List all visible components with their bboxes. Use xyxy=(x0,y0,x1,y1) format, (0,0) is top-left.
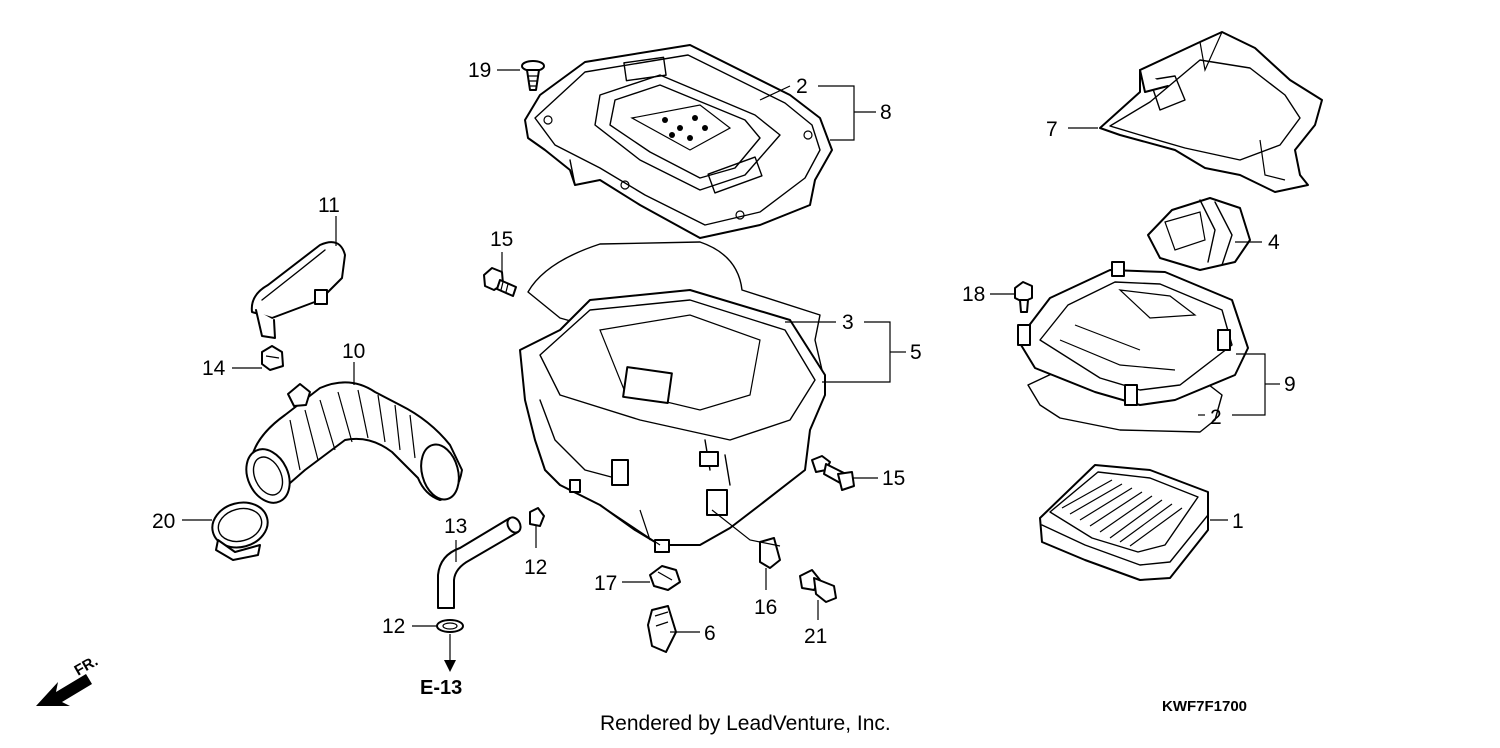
callout-7: 7 xyxy=(1046,118,1058,141)
part-clamp-20 xyxy=(211,501,269,561)
callout-16: 16 xyxy=(754,596,777,619)
part-duct-4 xyxy=(1147,197,1251,271)
callout-20: 20 xyxy=(152,510,175,533)
part-bolt-15-upper xyxy=(483,267,517,297)
part-cover-7 xyxy=(1099,31,1323,193)
callout-12-lower: 12 xyxy=(382,615,405,638)
callout-13: 13 xyxy=(444,515,467,538)
callout-labels: 19 2 8 7 11 15 4 18 3 10 5 14 9 2 15 1 2… xyxy=(152,59,1296,648)
callout-17: 17 xyxy=(594,572,617,595)
front-direction-indicator: FR. xyxy=(36,653,101,706)
reference-e13: E-13 xyxy=(420,677,462,699)
diagram-part-code: KWF7F1700 xyxy=(1162,698,1247,715)
part-cap-11 xyxy=(250,241,346,339)
part-clip-12-lower xyxy=(436,619,464,633)
callout-14: 14 xyxy=(202,357,226,380)
part-clip-12-upper xyxy=(529,507,545,527)
callout-2-top: 2 xyxy=(796,75,808,98)
leader-lines xyxy=(182,69,1280,672)
render-credit: Rendered by LeadVenture, Inc. xyxy=(600,712,891,735)
callout-15-lower: 15 xyxy=(882,467,905,490)
callout-8: 8 xyxy=(880,101,892,124)
callout-2-right: 2 xyxy=(1210,406,1222,429)
callout-18: 18 xyxy=(962,283,985,306)
part-bolt-21 xyxy=(799,569,837,603)
callout-1: 1 xyxy=(1232,510,1244,533)
part-element-cover-9 xyxy=(1017,261,1249,433)
callout-19: 19 xyxy=(468,59,491,82)
callout-12-upper: 12 xyxy=(524,556,547,579)
callout-21: 21 xyxy=(804,625,827,648)
callout-9: 9 xyxy=(1284,373,1296,396)
part-screw-19 xyxy=(521,60,545,91)
part-bolt-15-lower xyxy=(811,455,855,491)
direction-label: FR. xyxy=(72,653,101,680)
callout-11: 11 xyxy=(318,194,340,217)
part-air-cleaner-cover xyxy=(524,44,833,239)
part-drain-tube-13 xyxy=(437,516,522,609)
callout-4: 4 xyxy=(1268,231,1280,254)
callout-5: 5 xyxy=(910,341,922,364)
callout-10: 10 xyxy=(342,340,365,363)
part-clip-17 xyxy=(649,565,681,591)
part-intake-tube-10 xyxy=(245,381,463,504)
callout-15-upper: 15 xyxy=(490,228,513,251)
callout-3: 3 xyxy=(842,311,854,334)
callout-6: 6 xyxy=(704,622,716,645)
part-plug-6 xyxy=(647,605,677,653)
part-screw-18 xyxy=(1014,281,1033,313)
part-filter-element-1 xyxy=(1039,464,1209,581)
part-clip-14 xyxy=(261,345,284,371)
arrow-left-icon xyxy=(36,674,92,706)
part-air-cleaner-case xyxy=(519,241,826,553)
